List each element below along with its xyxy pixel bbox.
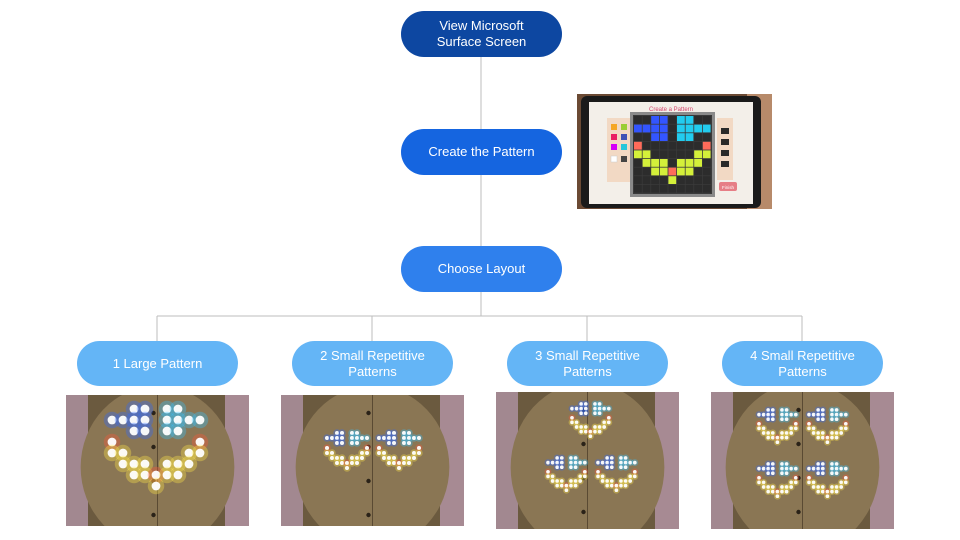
led-pattern [594,454,639,494]
color-palette [610,124,627,163]
layout-option-2-small: 2 Small Repetitive Patterns [292,341,453,386]
led-pattern [755,406,800,446]
led-pattern [805,460,850,500]
shirt-photo-2-small [281,395,464,526]
layout-option-3-small: 3 Small Repetitive Patterns [507,341,668,386]
shirt-icons [721,128,729,167]
step-view-surface-screen: View Microsoft Surface Screen [401,11,562,57]
led-pattern [805,406,850,446]
step-choose-layout: Choose Layout [401,246,562,292]
tablet-app-title: Create a Pattern [649,107,693,113]
led-pattern [568,400,613,440]
surface-tablet-photo: Create a Pattern Finish [577,94,772,209]
finish-button: Finish [722,185,735,190]
shirt-photo-4-small [711,392,894,529]
shirt-photo-1-large [66,395,249,526]
led-pattern [103,400,209,495]
layout-option-4-small: 4 Small Repetitive Patterns [722,341,883,386]
pattern-grid [634,116,711,193]
step-create-pattern: Create the Pattern [401,129,562,175]
led-pattern [375,429,423,472]
led-pattern [323,429,371,472]
led-pattern [544,454,589,494]
shirt-photo-3-small [496,392,679,529]
led-pattern [755,460,800,500]
layout-option-1-large: 1 Large Pattern [77,341,238,386]
